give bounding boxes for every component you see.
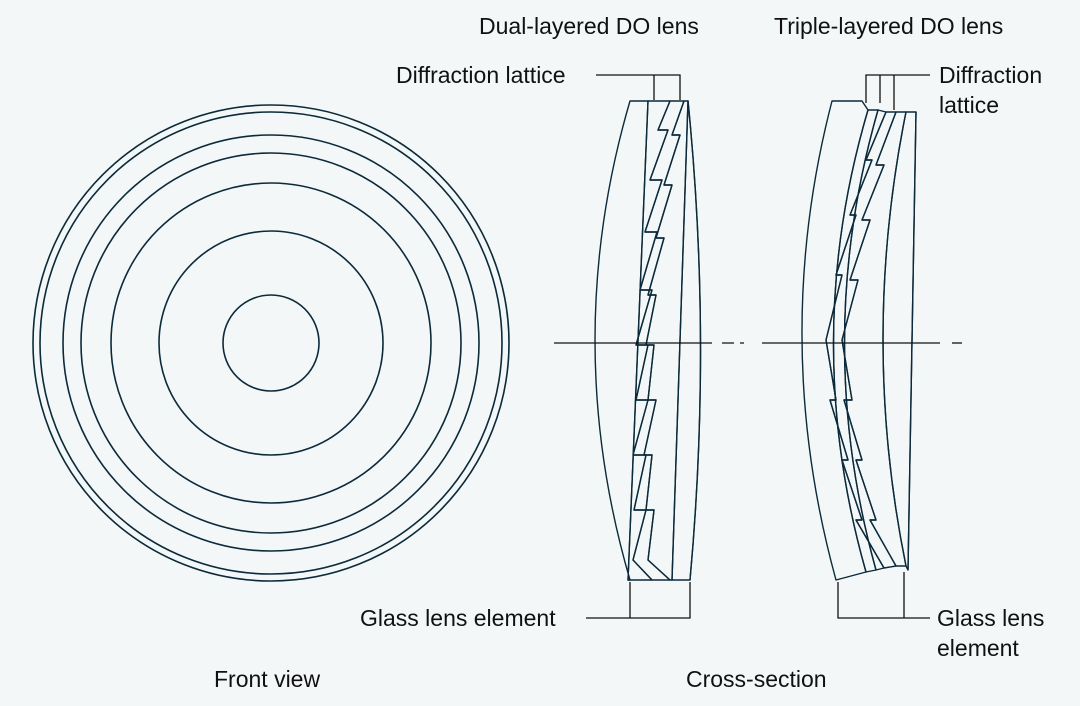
triple-glass-label-line2: element	[937, 635, 1019, 661]
triple-glass-leader	[837, 572, 930, 619]
front-view-zone-6	[158, 230, 384, 456]
dual-diffraction-label: Diffraction lattice	[396, 62, 566, 88]
triple-diffraction-label-line2: lattice	[939, 92, 1000, 118]
triple-diffraction-leader	[865, 74, 930, 110]
front-view-zone-5	[110, 182, 432, 504]
dual-right-face	[687, 100, 702, 581]
triple-layer-title: Triple-layered DO lens	[774, 13, 1004, 39]
triple-right-face	[907, 111, 917, 571]
front-view-zone-4	[80, 152, 462, 534]
front-view-zone-3	[62, 134, 480, 552]
front-view-caption: Front view	[214, 666, 321, 692]
dual-glass-label: Glass lens element	[360, 605, 556, 631]
front-view-zone-1	[32, 104, 510, 582]
triple-glass-label-line1: Glass lens	[937, 605, 1045, 631]
dual-layer-title: Dual-layered DO lens	[479, 13, 699, 39]
dual-lattice-gap	[632, 100, 685, 581]
front-view-center-zone	[222, 294, 320, 392]
triple-glass-element-right	[882, 111, 917, 571]
cross-section-caption: Cross-section	[686, 666, 827, 692]
leader-lines	[586, 74, 930, 619]
front-view-zone-2	[39, 111, 503, 575]
dual-glass-element-left	[594, 100, 649, 581]
dual-lattice-layer-b	[643, 100, 689, 581]
triple-lattice-layer-inner	[841, 111, 907, 567]
dual-diffraction-leader	[596, 74, 681, 100]
dual-layer-cross-section	[594, 100, 702, 581]
triple-layer-cross-section	[801, 100, 917, 581]
dual-glass-leader	[586, 582, 691, 619]
front-view-lens	[32, 104, 510, 582]
triple-diffraction-label-line1: Diffraction	[939, 62, 1043, 88]
